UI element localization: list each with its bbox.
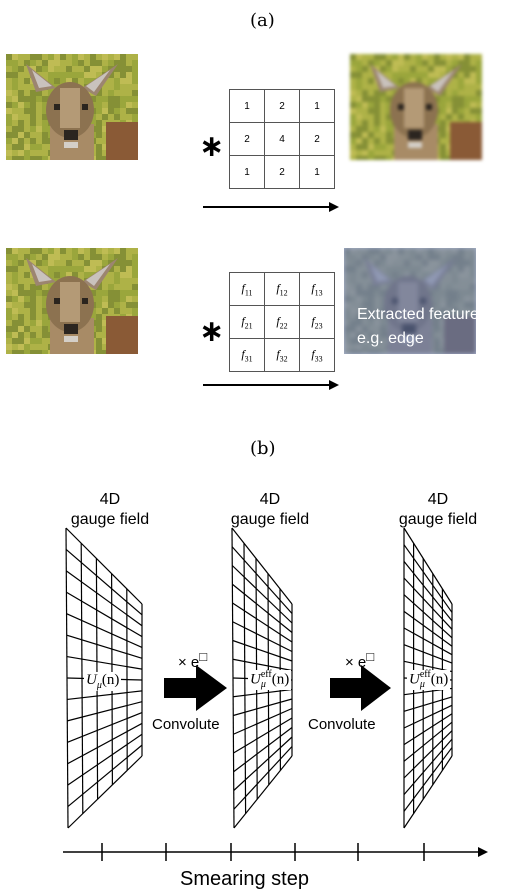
lattice-line (66, 591, 143, 638)
feature-text-line2: e.g. edge (357, 330, 424, 347)
field-title-line2: gauge field (230, 511, 310, 528)
deer-feature-image (344, 248, 476, 354)
field-title-3: 4D gauge field (378, 490, 498, 530)
lattice-line (65, 548, 143, 616)
convolute-label-2: Convolute (308, 716, 376, 733)
lattice-line (233, 707, 293, 735)
field-title-line1: 4D (99, 491, 121, 508)
arrow-line (203, 206, 331, 208)
kernel-cell: 1 (299, 89, 335, 123)
lattice-grid-1 (65, 527, 143, 829)
field-title-line1: 4D (427, 491, 449, 508)
lattice-line (233, 717, 293, 754)
convolve-arrow-2 (330, 665, 391, 711)
lattice-line (403, 730, 453, 779)
lattice-line (403, 527, 453, 605)
field-title-line1: 4D (259, 491, 281, 508)
lattice-line (67, 722, 143, 765)
lattice-line (403, 644, 453, 664)
kernel-cell: f13 (299, 272, 335, 306)
lattice-line (67, 744, 143, 808)
lattice-line (403, 704, 453, 729)
lattice-line (233, 688, 293, 698)
lattice-line (403, 577, 453, 630)
arrow-line (203, 384, 331, 386)
kernel-cell: f23 (299, 305, 335, 339)
lattice-line (403, 696, 453, 712)
lattice-line (403, 594, 453, 639)
lattice-line (403, 738, 453, 796)
lattice-line (67, 712, 143, 743)
field-title-2: 4D gauge field (210, 490, 330, 530)
kernel-cell: 2 (299, 122, 335, 156)
kernel-cell: f33 (299, 338, 335, 372)
feature-text-line1: Extracted feature (357, 306, 479, 323)
kernel-cell: f32 (264, 338, 300, 372)
field-title-1: 4D gauge field (50, 490, 170, 530)
lattice-line (233, 746, 293, 810)
lattice-line (231, 565, 293, 624)
panel-b-label: (b) (250, 438, 276, 459)
lattice-line (233, 727, 293, 773)
lattice-line (232, 658, 293, 672)
lattice-line (403, 660, 453, 673)
lattice-line (65, 527, 143, 605)
lattice-line (403, 747, 453, 812)
kernel-cell: 2 (264, 155, 300, 189)
multiplier-2: × e□ (345, 649, 375, 671)
convolution-operator: ∗ (199, 315, 225, 348)
convolution-operator: ∗ (199, 130, 225, 163)
kernel-cell: f11 (229, 272, 265, 306)
lattice-line (232, 639, 293, 662)
deer-input-image (6, 248, 138, 354)
lattice-line (403, 544, 453, 613)
multiplier-1: × e□ (178, 649, 208, 671)
kernel-cell: 1 (229, 89, 265, 123)
lattice-line (67, 690, 143, 701)
panel-a-label: (a) (250, 10, 275, 31)
lattice-line (232, 621, 293, 653)
lattice-line (66, 655, 143, 670)
axis-arrowhead (478, 847, 488, 857)
lattice-line (403, 610, 453, 647)
kernel-cell: 1 (299, 155, 335, 189)
lattice-line (66, 613, 143, 648)
axis-label: Smearing step (180, 868, 309, 890)
convolute-label-1: Convolute (152, 716, 220, 733)
field-label-1: Uμ(n) (84, 672, 122, 691)
kernel-cell: f31 (229, 338, 265, 372)
lattice-line (233, 755, 293, 829)
field-title-line2: gauge field (70, 511, 150, 528)
lattice-line (403, 755, 453, 829)
lattice-line (403, 627, 453, 656)
lattice-line (67, 701, 143, 722)
lattice-line (233, 698, 293, 717)
deer-blurred-image (350, 54, 482, 160)
deer-input-image (6, 54, 138, 160)
axis-ticks (101, 843, 425, 861)
lattice-line (403, 560, 453, 622)
lattice-line (403, 713, 453, 746)
lattice-line (231, 583, 293, 633)
kernel-cell: f21 (229, 305, 265, 339)
lattice-line (403, 721, 453, 762)
lattice-line (67, 733, 143, 786)
lattice-line (65, 570, 143, 627)
lattice-line (66, 634, 143, 659)
lattice-line (232, 602, 293, 643)
field-title-line2: gauge field (398, 511, 478, 528)
convolve-arrow-1 (164, 665, 227, 711)
lattice-line (67, 755, 143, 829)
lattice-line (231, 527, 293, 605)
lattice-line (233, 736, 293, 791)
arrow-head (329, 380, 339, 390)
lattice-line (231, 546, 293, 614)
arrow-head (329, 202, 339, 212)
